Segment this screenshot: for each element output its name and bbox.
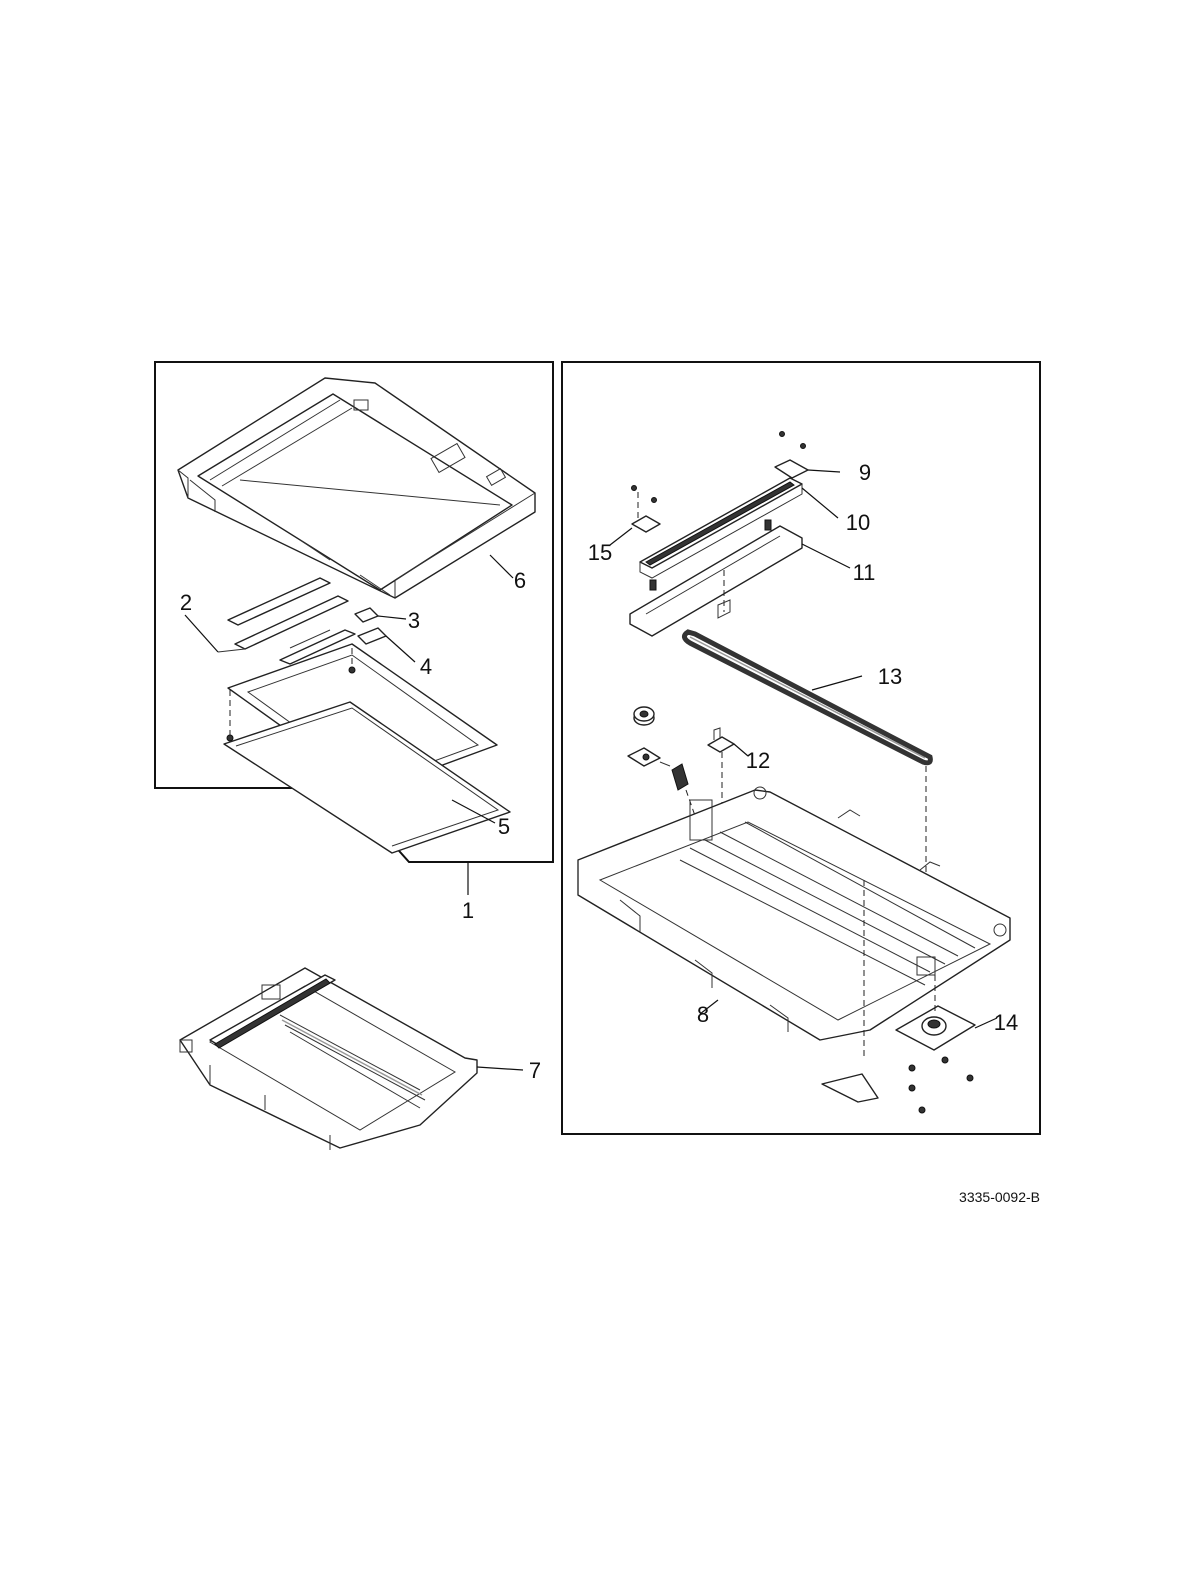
figure-id: 3335-0092-B <box>959 1189 1040 1205</box>
callout-2: 2 <box>180 590 192 615</box>
callout-9-leader <box>808 470 840 472</box>
part-6-scanner-cover <box>178 378 535 598</box>
callout-7-leader <box>477 1067 523 1070</box>
callout-10-leader <box>802 488 838 518</box>
callout-10: 10 <box>846 510 870 535</box>
callout-1: 1 <box>462 898 474 923</box>
callout-13-leader <box>812 676 862 690</box>
callout-11: 11 <box>853 560 876 585</box>
callout-4: 4 <box>420 654 432 679</box>
callout-5: 5 <box>498 814 510 839</box>
callout-13: 13 <box>878 664 902 689</box>
callout-9: 9 <box>859 460 871 485</box>
callout-8: 8 <box>697 1002 709 1027</box>
callout-4-leader <box>386 636 415 662</box>
part-3-clip <box>355 608 378 622</box>
callout-12: 12 <box>746 748 770 773</box>
callout-3: 3 <box>408 608 420 633</box>
part-9-bracket <box>775 432 808 479</box>
part-7-scanner-base-assembly <box>180 968 477 1150</box>
part-11-carriage-housing <box>630 520 802 636</box>
callout-2-leader <box>185 615 218 652</box>
flat-cable <box>822 1074 878 1102</box>
pulley-assembly <box>628 707 700 830</box>
callout-6-leader <box>490 555 513 578</box>
callout-15-leader <box>610 528 632 545</box>
part-15-end-bracket <box>632 486 661 533</box>
callout-14: 14 <box>994 1010 1018 1035</box>
callout-6: 6 <box>514 568 526 593</box>
callout-3-leader <box>378 616 406 619</box>
callout-7: 7 <box>529 1058 541 1083</box>
callout-15: 15 <box>588 540 612 565</box>
callout-11-leader <box>802 544 850 568</box>
